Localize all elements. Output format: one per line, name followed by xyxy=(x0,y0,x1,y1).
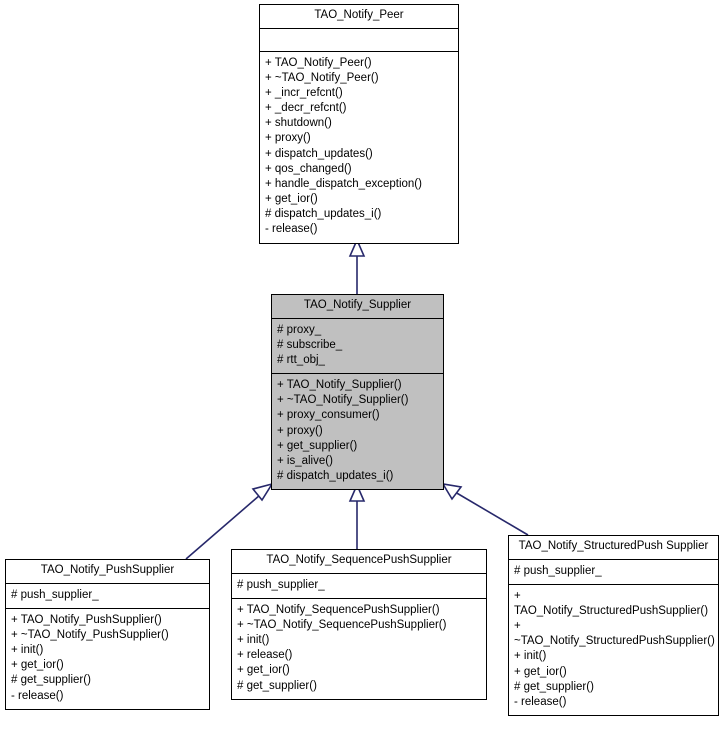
operation: + TAO_Notify_StructuredPushSupplier() xyxy=(514,589,709,617)
attribute: # proxy_ xyxy=(277,323,322,336)
operation: + ~TAO_Notify_PushSupplier() xyxy=(11,628,169,641)
class-operations: + TAO_Notify_SequencePushSupplier() + ~T… xyxy=(232,599,486,699)
class-title: TAO_Notify_Supplier xyxy=(272,295,443,319)
operation: + TAO_Notify_SequencePushSupplier() xyxy=(237,603,440,616)
class-title: TAO_Notify_SequencePushSupplier xyxy=(232,550,486,574)
operation: # dispatch_updates_i() xyxy=(277,470,394,483)
attribute: # push_supplier_ xyxy=(514,564,602,577)
operation: + dispatch_updates() xyxy=(265,147,373,160)
operation: + ~TAO_Notify_Peer() xyxy=(265,71,379,84)
operation: - release() xyxy=(11,689,64,702)
operation: - release() xyxy=(514,695,567,708)
operation: + get_ior() xyxy=(11,659,64,672)
operation: # get_supplier() xyxy=(514,680,594,693)
class-attributes: # push_supplier_ xyxy=(6,584,209,609)
class-attributes xyxy=(260,29,458,52)
operation: + get_supplier() xyxy=(277,439,358,452)
operation: # get_supplier() xyxy=(237,679,317,692)
edge-push-to-supplier xyxy=(185,482,274,560)
operation: + _incr_refcnt() xyxy=(265,86,343,99)
operation: + TAO_Notify_Supplier() xyxy=(277,379,402,392)
class-attributes: # proxy_ # subscribe_ # rtt_obj_ xyxy=(272,319,443,375)
class-operations: + TAO_Notify_Supplier() + ~TAO_Notify_Su… xyxy=(272,374,443,489)
operation: + is_alive() xyxy=(277,454,333,467)
class-box-tao-notify-supplier[interactable]: TAO_Notify_Supplier # proxy_ # subscribe… xyxy=(271,294,444,491)
empty-attributes xyxy=(265,33,453,46)
operation: + get_ior() xyxy=(265,193,318,206)
operation: + _decr_refcnt() xyxy=(265,102,347,115)
class-operations: + TAO_Notify_Peer() + ~TAO_Notify_Peer()… xyxy=(260,52,458,243)
operation: # dispatch_updates_i() xyxy=(265,208,382,221)
class-title: TAO_Notify_Peer xyxy=(260,5,458,29)
operation: + shutdown() xyxy=(265,117,332,130)
operation: + qos_changed() xyxy=(265,162,352,175)
class-box-tao-notify-pushsupplier[interactable]: TAO_Notify_PushSupplier # push_supplier_… xyxy=(5,559,210,710)
class-box-tao-notify-structuredpushsupplier[interactable]: TAO_Notify_StructuredPush Supplier # pus… xyxy=(508,535,719,717)
operation: + init() xyxy=(514,650,547,663)
operation: + init() xyxy=(237,634,270,647)
class-attributes: # push_supplier_ xyxy=(232,574,486,599)
edge-seqpush-to-supplier xyxy=(348,483,366,549)
operation: + ~TAO_Notify_SequencePushSupplier() xyxy=(237,618,447,631)
operation: + TAO_Notify_Peer() xyxy=(265,56,372,69)
operation: + handle_dispatch_exception() xyxy=(265,177,422,190)
attribute: # subscribe_ xyxy=(277,338,343,351)
class-operations: + TAO_Notify_PushSupplier() + ~TAO_Notif… xyxy=(6,609,209,709)
operation: + release() xyxy=(237,649,293,662)
attribute: # rtt_obj_ xyxy=(277,353,325,366)
edge-supplier-to-peer xyxy=(348,238,366,294)
class-box-tao-notify-peer[interactable]: TAO_Notify_Peer + TAO_Notify_Peer() + ~T… xyxy=(259,4,459,244)
operation: + get_ior() xyxy=(514,665,567,678)
operation: + proxy_consumer() xyxy=(277,409,380,422)
class-title: TAO_Notify_StructuredPush Supplier xyxy=(509,536,718,560)
attribute: # push_supplier_ xyxy=(237,578,325,591)
operation: + init() xyxy=(11,644,44,657)
class-title: TAO_Notify_PushSupplier xyxy=(6,560,209,584)
class-box-tao-notify-sequencepushsupplier[interactable]: TAO_Notify_SequencePushSupplier # push_s… xyxy=(231,549,487,700)
operation: + TAO_Notify_PushSupplier() xyxy=(11,613,162,626)
operation: + ~TAO_Notify_Supplier() xyxy=(277,394,409,407)
operation: # get_supplier() xyxy=(11,674,91,687)
class-operations: + TAO_Notify_StructuredPushSupplier() + … xyxy=(509,585,718,715)
class-attributes: # push_supplier_ xyxy=(509,560,718,585)
operation: + proxy() xyxy=(277,424,323,437)
operation: + get_ior() xyxy=(237,664,290,677)
operation: - release() xyxy=(265,223,318,236)
operation: + ~TAO_Notify_StructuredPushSupplier() xyxy=(514,620,715,648)
edge-structpush-to-supplier xyxy=(441,482,529,536)
attribute: # push_supplier_ xyxy=(11,588,99,601)
operation: + proxy() xyxy=(265,132,311,145)
